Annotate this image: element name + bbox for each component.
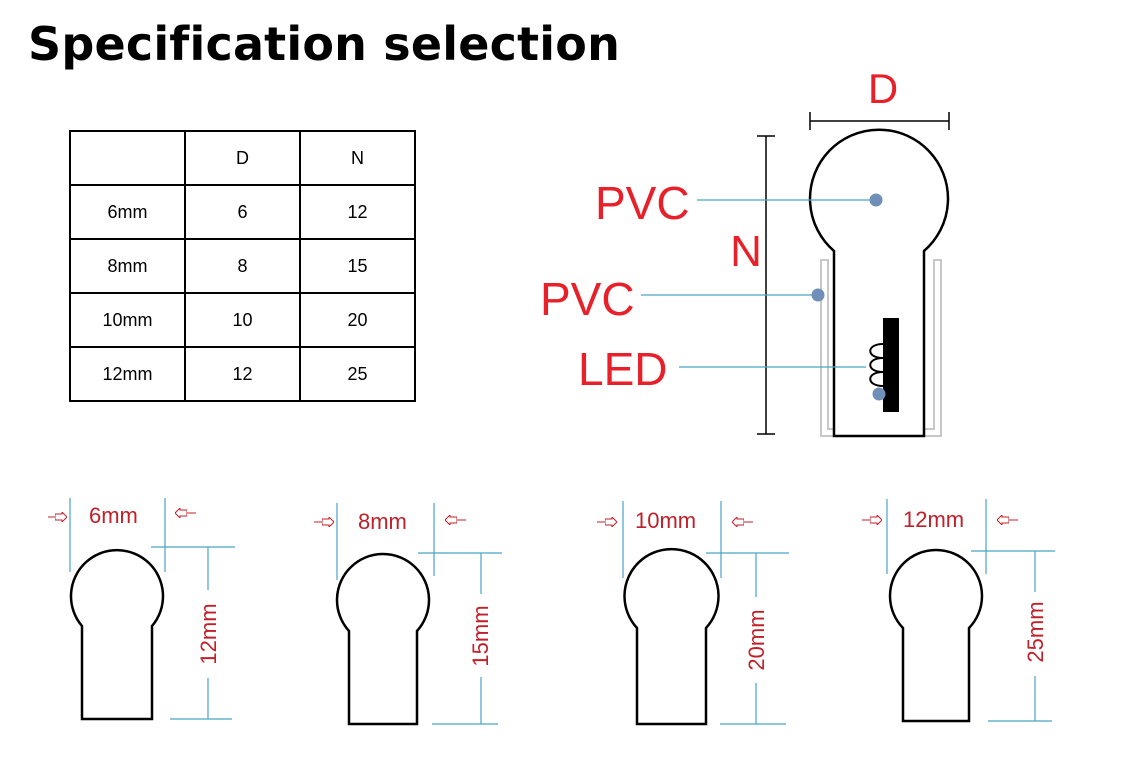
n-label: N xyxy=(730,227,762,276)
width-label: 10mm xyxy=(635,508,696,533)
pointer-dot xyxy=(869,193,883,207)
table-cell: 8mm xyxy=(69,238,186,294)
table-row: 12mm 12 25 xyxy=(69,346,416,402)
table-cell: 12 xyxy=(299,184,416,240)
led-chip xyxy=(869,343,884,387)
pointer-dot xyxy=(811,288,825,302)
table-cell: 25 xyxy=(299,346,416,402)
table-cell: 8 xyxy=(184,238,301,294)
table-cell: 12mm xyxy=(69,346,186,402)
width-label: 6mm xyxy=(89,503,138,528)
outer-pvc-label: PVC xyxy=(595,177,690,229)
height-label: 15mm xyxy=(468,605,493,666)
table-header-cell: N xyxy=(299,130,416,186)
table-cell: 15 xyxy=(299,238,416,294)
cross-section-diagram: D N PVC PVC LED xyxy=(540,65,950,438)
height-label: 25mm xyxy=(1023,601,1048,662)
profile-outline xyxy=(808,128,950,438)
inner-pvc-label: PVC xyxy=(540,273,635,325)
spec-table: D N 6mm 6 12 8mm 8 15 10mm 10 20 12mm 12… xyxy=(69,130,416,402)
profile-12mm: 12mm 25mm xyxy=(862,499,1055,723)
table-row: 10mm 10 20 xyxy=(69,292,416,348)
table-row: 8mm 8 15 xyxy=(69,238,416,294)
pointer-dot xyxy=(872,387,886,401)
profile-outline xyxy=(335,552,431,726)
height-label: 20mm xyxy=(744,609,769,670)
table-cell: 10mm xyxy=(69,292,186,348)
table-cell: 6mm xyxy=(69,184,186,240)
table-header-cell: D xyxy=(184,130,301,186)
width-label: 12mm xyxy=(903,507,964,532)
height-label: 12mm xyxy=(196,603,221,664)
profile-outline xyxy=(623,547,720,726)
table-cell: 6 xyxy=(184,184,301,240)
table-cell: 20 xyxy=(299,292,416,348)
table-cell: 10 xyxy=(184,292,301,348)
profile-6mm: 6mm 12mm xyxy=(48,498,235,721)
profile-outline xyxy=(888,548,984,723)
led-strip xyxy=(883,318,899,412)
led-label: LED xyxy=(578,343,667,395)
profile-outline xyxy=(69,548,165,721)
width-label: 8mm xyxy=(358,509,407,534)
table-header-row: D N xyxy=(69,130,416,186)
table-row: 6mm 6 12 xyxy=(69,184,416,240)
d-label: D xyxy=(868,65,898,112)
table-header-cell xyxy=(69,130,186,186)
page-title: Specification selection xyxy=(28,17,621,71)
profile-10mm: 10mm 20mm xyxy=(597,501,789,726)
table-cell: 12 xyxy=(184,346,301,402)
profile-8mm: 8mm 15mm xyxy=(314,503,502,726)
